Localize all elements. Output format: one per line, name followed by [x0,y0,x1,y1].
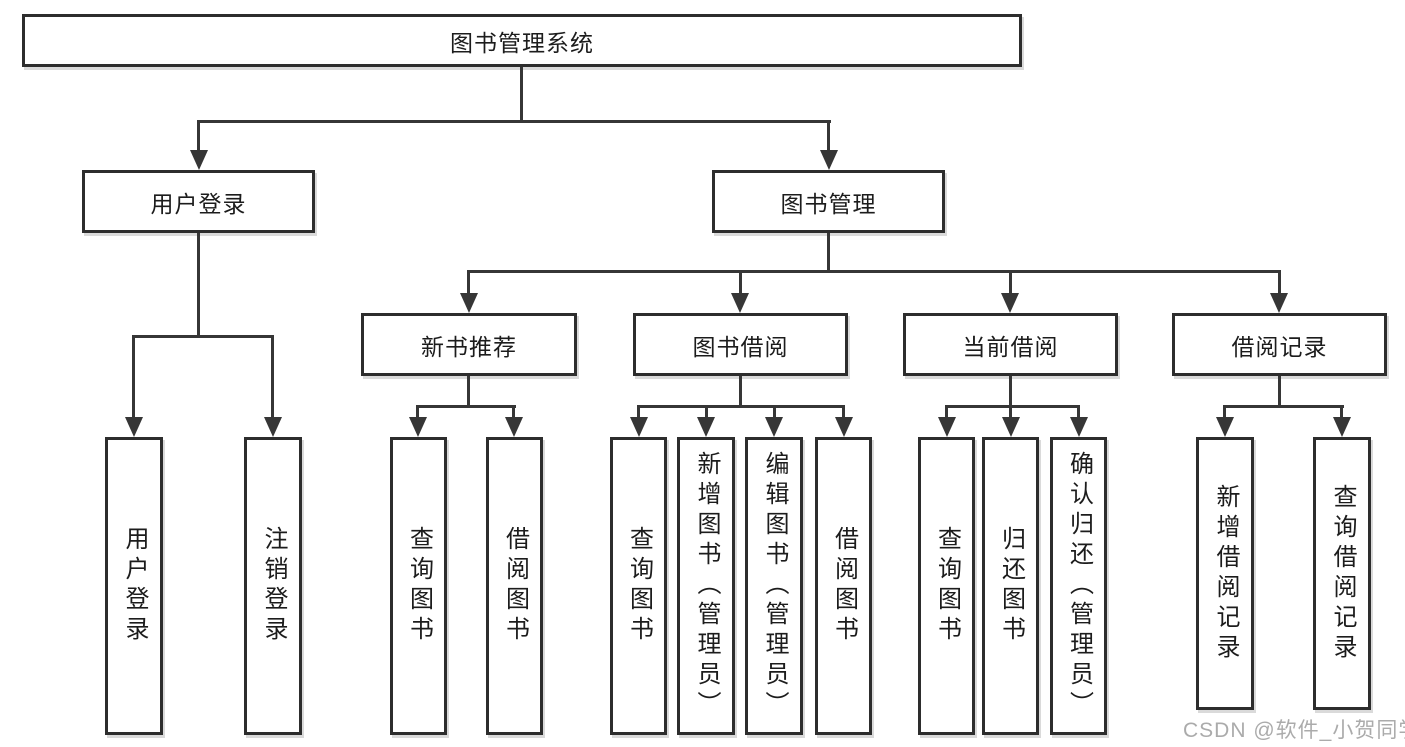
node-book-borrow-label: 图书借阅 [692,333,789,360]
connector-line [773,408,776,421]
watermark: CSDN @软件_小贺同学 [1183,719,1405,742]
connector-line [512,408,515,421]
connector-line [705,408,708,421]
connector-arrowhead-down [460,293,478,313]
connector-arrowhead-down [125,417,143,437]
connector-line [271,338,274,420]
node-user-login: 用户登录 [82,170,315,233]
node-book-management: 图书管理 [712,170,945,233]
connector-line [197,123,200,154]
connector-arrowhead-down [820,150,838,170]
leaf-current-confirm-return-admin: 确认归还（管理员） [1050,437,1107,735]
leaf-current-return-books-label: 归还图书 [997,526,1025,646]
connector-line [132,338,135,420]
connector-line [416,408,419,421]
connector-line [945,408,948,421]
leaf-borrow-add-books-admin: 新增图书（管理员） [677,437,735,735]
leaf-recommend-borrow-books-label: 借阅图书 [501,526,529,646]
connector-line [1009,376,1012,405]
connector-line [637,405,845,408]
connector-line [1340,408,1343,421]
connector-line [197,233,200,335]
connector-arrowhead-down [697,417,715,437]
leaf-logout-label: 注销登录 [260,526,287,646]
connector-arrowhead-down [1216,417,1234,437]
connector-arrowhead-down [264,417,282,437]
connector-arrowhead-down [731,293,749,313]
connector-arrowhead-down [938,417,956,437]
leaf-recommend-query-books-label: 查询图书 [405,526,433,646]
node-book-management-label: 图书管理 [780,190,877,217]
leaf-records-add-borrow-record-label: 新增借阅记录 [1212,483,1239,664]
connector-line [467,270,1281,273]
leaf-recommend-borrow-books: 借阅图书 [486,437,543,735]
connector-arrowhead-down [1002,417,1020,437]
connector-line [467,273,470,296]
leaf-current-query-books-label: 查询图书 [933,526,961,646]
leaf-borrow-borrow-books: 借阅图书 [815,437,872,735]
leaf-borrow-query-books-label: 查询图书 [625,526,653,646]
leaf-borrow-edit-books-admin: 编辑图书（管理员） [745,437,803,735]
node-new-book-recommend-label: 新书推荐 [421,333,517,360]
node-borrow-records-label: 借阅记录 [1231,333,1328,360]
node-borrow-records: 借阅记录 [1172,313,1387,376]
leaf-current-return-books: 归还图书 [982,437,1039,735]
connector-line [739,376,742,405]
connector-line [1009,408,1012,421]
connector-arrowhead-down [835,417,853,437]
connector-line [1223,408,1226,421]
leaf-logout: 注销登录 [244,437,302,735]
leaf-records-query-borrow-record: 查询借阅记录 [1313,437,1371,710]
node-new-book-recommend: 新书推荐 [361,313,577,376]
node-current-borrow: 当前借阅 [903,313,1118,376]
connector-line [132,335,274,338]
connector-line [467,376,470,405]
connector-arrowhead-down [409,417,427,437]
leaf-borrow-edit-books-admin-label: 编辑图书（管理员） [761,451,788,721]
connector-line [1009,273,1012,296]
connector-line [945,405,1080,408]
leaf-records-add-borrow-record: 新增借阅记录 [1196,437,1254,710]
connector-line [1077,408,1080,421]
connector-line [520,67,523,121]
leaf-recommend-query-books: 查询图书 [390,437,447,735]
leaf-records-query-borrow-record-label: 查询借阅记录 [1329,483,1356,664]
leaf-borrow-add-books-admin-label: 新增图书（管理员） [693,451,720,721]
connector-line [1223,405,1344,408]
leaf-borrow-query-books: 查询图书 [610,437,667,735]
connector-line [739,273,742,296]
connector-arrowhead-down [190,150,208,170]
leaf-borrow-borrow-books-label: 借阅图书 [830,526,858,646]
connector-arrowhead-down [1070,417,1088,437]
leaf-user-login: 用户登录 [105,437,163,735]
connector-line [827,233,830,270]
node-root-label: 图书管理系统 [450,29,594,56]
connector-arrowhead-down [765,417,783,437]
connector-arrowhead-down [1333,417,1351,437]
connector-line [1278,376,1281,405]
leaf-current-confirm-return-admin-label: 确认归还（管理员） [1065,451,1093,721]
connector-arrowhead-down [1270,293,1288,313]
node-user-login-label: 用户登录 [150,190,247,217]
connector-line [416,405,516,408]
connector-line [637,408,640,421]
connector-line [197,120,831,123]
leaf-current-query-books: 查询图书 [918,437,975,735]
connector-arrowhead-down [630,417,648,437]
node-root: 图书管理系统 [22,14,1022,67]
node-current-borrow-label: 当前借阅 [962,333,1059,360]
connector-line [1278,273,1281,296]
connector-arrowhead-down [505,417,523,437]
connector-arrowhead-down [1001,293,1019,313]
connector-line [827,123,830,154]
node-book-borrow: 图书借阅 [633,313,848,376]
connector-line [842,408,845,421]
leaf-user-login-label: 用户登录 [121,526,148,646]
